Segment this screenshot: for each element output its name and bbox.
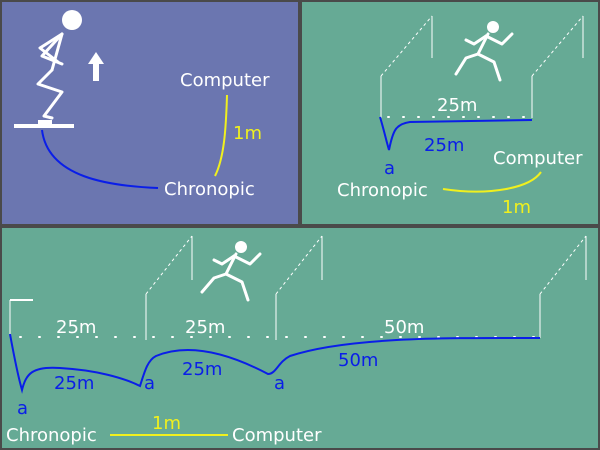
panel-run-simple-background: [302, 2, 598, 224]
computer-label: Computer: [493, 148, 583, 169]
cable-photocell-to-photocell: [379, 116, 533, 151]
track-distance-label: 25m: [185, 317, 225, 338]
cable-distance-label: 50m: [338, 350, 378, 371]
computer-label: Computer: [232, 425, 322, 446]
cable-length-label: 1m: [233, 123, 262, 144]
sensor-label: a: [144, 373, 155, 394]
finish-photocell-gate: [531, 15, 584, 118]
track-distance-label: 50m: [384, 317, 424, 338]
sensor-label: a: [17, 398, 28, 419]
cable-photocell-chain: [9, 333, 541, 394]
start-photocell: [9, 299, 33, 336]
jumper-figure: [36, 10, 82, 120]
cable-length-label: 1m: [502, 197, 531, 218]
platform-connector: [38, 120, 52, 124]
contact-platform: [14, 124, 74, 128]
track-distance-label: 25m: [437, 95, 477, 116]
sensor-label: a: [384, 158, 395, 179]
cable-distance-label: 25m: [54, 373, 94, 394]
intermediate-photocell-gate-1: [145, 235, 193, 340]
cable-length-label: 1m: [152, 413, 181, 434]
finish-photocell-gate: [539, 235, 587, 338]
cable-chronopic-to-computer: [214, 94, 228, 177]
start-photocell-gate: [380, 15, 433, 118]
track-distance-label: 25m: [56, 317, 96, 338]
chronopic-label: Chronopic: [6, 425, 97, 446]
runner-figure: [200, 241, 262, 302]
chronopic-label: Chronopic: [164, 179, 255, 200]
computer-label: Computer: [180, 70, 270, 91]
up-arrow-icon: [88, 52, 104, 81]
cable-distance-label: 25m: [424, 135, 464, 156]
intermediate-photocell-gate-2: [275, 235, 323, 340]
chronopic-label: Chronopic: [337, 180, 428, 201]
panel-run-simple: 25m a 25m Computer Chronopic 1m: [337, 15, 584, 218]
cable-platform-to-chronopic: [41, 129, 159, 189]
runner-figure: [454, 21, 514, 82]
cable-distance-label: 25m: [182, 359, 222, 380]
cable-chronopic-to-computer: [442, 171, 542, 193]
sensor-label: a: [274, 373, 285, 394]
panel-run-multi: 25m 25m 50m a a a 25m 25m 50m 1m Chronop…: [6, 235, 587, 446]
panel-jump: Computer 1m Chronopic: [14, 10, 270, 200]
